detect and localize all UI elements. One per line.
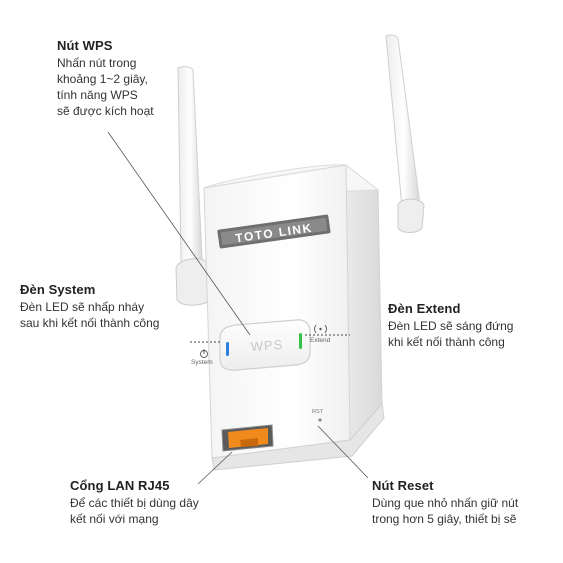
callout-system-led-line: sau khi kết nối thành công bbox=[20, 316, 160, 330]
callout-extend-led-line: khi kết nối thành công bbox=[388, 335, 505, 349]
left-antenna bbox=[175, 66, 211, 306]
callout-reset-line: trong hơn 5 giây, thiết bị sẽ bbox=[372, 512, 517, 526]
callout-reset: Nút Reset Dùng que nhỏ nhấn giữ nút tron… bbox=[372, 478, 518, 527]
extend-led-indicator bbox=[299, 333, 302, 349]
callout-lan-port-line: Để các thiết bị dùng dây bbox=[70, 496, 199, 510]
callout-lan-port: Cổng LAN RJ45 Để các thiết bị dùng dây k… bbox=[70, 478, 199, 527]
callout-reset-line: Dùng que nhỏ nhấn giữ nút bbox=[372, 496, 519, 510]
callout-reset-title: Nút Reset bbox=[372, 478, 434, 493]
callout-lan-port-desc: Để các thiết bị dùng dây kết nối với mạn… bbox=[70, 495, 199, 527]
power-icon bbox=[200, 349, 208, 358]
callout-lan-port-title: Cổng LAN RJ45 bbox=[70, 478, 170, 493]
callout-extend-led-line: Đèn LED sẽ sáng đứng bbox=[388, 319, 514, 333]
callout-extend-led: Đèn Extend Đèn LED sẽ sáng đứng khi kết … bbox=[388, 301, 513, 350]
callout-system-led-line: Đèn LED sẽ nhấp nháy bbox=[20, 300, 145, 314]
lan-port bbox=[221, 424, 274, 452]
system-led-label: System bbox=[191, 359, 213, 366]
callout-wps-title: Nút WPS bbox=[57, 38, 113, 53]
lan-leader-line bbox=[197, 451, 233, 485]
callout-wps-line: tính năng WPS bbox=[57, 88, 138, 102]
callout-extend-led-title: Đèn Extend bbox=[388, 301, 461, 316]
callout-system-led: Đèn System Đèn LED sẽ nhấp nháy sau khi … bbox=[20, 282, 159, 331]
callout-reset-desc: Dùng que nhỏ nhấn giữ nút trong hơn 5 gi… bbox=[372, 495, 518, 527]
callout-wps-desc: Nhấn nút trong khoảng 1~2 giây, tính năn… bbox=[57, 55, 154, 119]
wps-panel bbox=[219, 319, 311, 371]
reset-pinhole bbox=[318, 418, 322, 422]
callout-system-led-title: Đèn System bbox=[20, 282, 96, 297]
system-led-indicator bbox=[226, 342, 229, 356]
device-side-panel bbox=[345, 163, 383, 442]
wps-leader-line bbox=[107, 131, 251, 336]
callout-wps-line: Nhấn nút trong bbox=[57, 56, 137, 70]
callout-extend-led-desc: Đèn LED sẽ sáng đứng khi kết nối thành c… bbox=[388, 318, 513, 350]
reset-leader-line bbox=[317, 425, 369, 479]
device-front-panel bbox=[203, 164, 351, 460]
wireless-icon bbox=[314, 324, 327, 334]
extend-led-label: Extend bbox=[310, 337, 331, 344]
reset-label: RST bbox=[312, 409, 323, 415]
right-antenna bbox=[385, 34, 425, 233]
callout-wps: Nút WPS Nhấn nút trong khoảng 1~2 giây, … bbox=[57, 38, 154, 119]
callout-wps-line: khoảng 1~2 giây, bbox=[57, 72, 148, 86]
device-base bbox=[211, 402, 385, 471]
callout-lan-port-line: kết nối với mạng bbox=[70, 512, 159, 526]
callout-wps-line: sẽ được kích hoạt bbox=[57, 104, 154, 118]
brand-logo bbox=[217, 214, 331, 249]
callout-system-led-desc: Đèn LED sẽ nhấp nháy sau khi kết nối thà… bbox=[20, 299, 159, 331]
